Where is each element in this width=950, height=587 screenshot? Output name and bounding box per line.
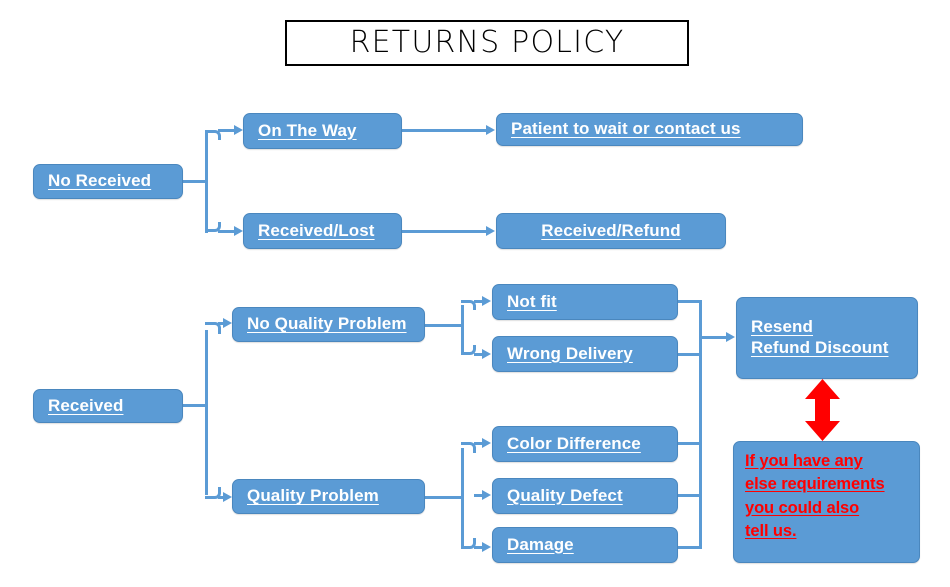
connector-received-bus (205, 330, 208, 495)
arrowhead-to-patient (486, 125, 495, 135)
arrowhead-to-wrong-delivery (482, 349, 491, 359)
node-resend-refund-discount-label: Resend Refund Discount (751, 317, 889, 357)
arrowhead-to-quality-problem (223, 492, 232, 502)
connector-receivedlost-to-refund (402, 230, 488, 233)
node-not-fit[interactable]: Not fit (492, 284, 678, 320)
connector-noquality-elbow-top (461, 300, 476, 310)
arrowhead-to-quality-defect (482, 490, 491, 500)
connector-quality-stem (425, 496, 463, 499)
node-received-label: Received (48, 395, 124, 415)
node-color-difference-label: Color Difference (507, 433, 641, 453)
arrowhead-to-damage (482, 542, 491, 552)
connector-quality-bus (461, 448, 464, 546)
node-received-lost-label: Received/Lost (258, 220, 375, 240)
node-resend-refund-discount[interactable]: Resend Refund Discount (736, 297, 918, 379)
node-patient-to-wait-label: Patient to wait or contact us (511, 119, 741, 139)
connector-quality-elbow-bottom (461, 538, 476, 549)
connector-noreceived-stem (183, 180, 207, 183)
connector-noreceived-bus (205, 133, 208, 233)
connector-to-on-the-way (218, 129, 236, 132)
connector-quality-elbow-top (461, 442, 476, 453)
arrowhead-to-no-quality (223, 318, 232, 328)
connector-to-wrong-delivery (474, 353, 485, 356)
node-wrong-delivery[interactable]: Wrong Delivery (492, 336, 678, 372)
page-title-box: RETURNS POLICY (285, 20, 689, 66)
arrowhead-to-refund (486, 226, 495, 236)
arrowhead-to-resend (726, 332, 735, 342)
node-quality-defect-label: Quality Defect (507, 485, 623, 505)
connector-ontheway-to-patient (402, 129, 488, 132)
arrowhead-to-color-difference (482, 438, 491, 448)
node-patient-to-wait[interactable]: Patient to wait or contact us (496, 113, 803, 146)
connector-received-elbow-bottom (205, 487, 221, 499)
arrowhead-to-on-the-way (234, 125, 243, 135)
connector-qualitydefect-out (678, 494, 702, 497)
connector-damage-out (678, 546, 702, 549)
connector-to-quality-problem (218, 496, 226, 499)
connector-received-elbow-top (205, 322, 221, 334)
connector-to-quality-defect (474, 494, 485, 497)
arrowhead-to-not-fit (482, 296, 491, 306)
node-no-quality-problem-label: No Quality Problem (247, 314, 407, 334)
connector-merge-bus (699, 300, 702, 549)
node-damage[interactable]: Damage (492, 527, 678, 563)
node-received-refund-label: Received/Refund (541, 220, 681, 240)
connector-wrongdelivery-out (678, 353, 702, 356)
node-on-the-way[interactable]: On The Way (243, 113, 402, 149)
connector-notfit-out (678, 300, 702, 303)
node-quality-problem-label: Quality Problem (247, 486, 379, 506)
node-no-received-label: No Received (48, 171, 152, 191)
connector-to-no-quality (218, 322, 226, 325)
node-no-quality-problem[interactable]: No Quality Problem (232, 307, 425, 342)
node-received[interactable]: Received (33, 389, 183, 423)
node-extra-requirements-note[interactable]: If you have any else requirements you co… (733, 441, 920, 563)
connector-noquality-bus (461, 305, 464, 353)
connector-to-color-difference (474, 442, 485, 445)
node-not-fit-label: Not fit (507, 291, 557, 311)
connector-to-not-fit (474, 300, 485, 303)
node-wrong-delivery-label: Wrong Delivery (507, 343, 633, 363)
connector-noreceived-elbow-top (205, 130, 221, 140)
node-no-received[interactable]: No Received (33, 164, 183, 199)
connector-to-received-lost (218, 230, 236, 233)
node-received-lost[interactable]: Received/Lost (243, 213, 402, 249)
red-double-arrow-icon (805, 379, 840, 441)
page-title: RETURNS POLICY (349, 25, 625, 60)
connector-to-damage (474, 546, 485, 549)
node-extra-requirements-note-label: If you have any else requirements you co… (745, 452, 885, 541)
connector-noquality-elbow-bottom (461, 345, 476, 355)
node-damage-label: Damage (507, 534, 574, 554)
connector-received-stem (183, 404, 207, 407)
arrowhead-to-received-lost (234, 226, 243, 236)
connector-merge-to-resend (699, 336, 729, 339)
connector-noreceived-elbow-bottom (205, 222, 221, 232)
node-quality-problem[interactable]: Quality Problem (232, 479, 425, 514)
node-color-difference[interactable]: Color Difference (492, 426, 678, 462)
node-received-refund[interactable]: Received/Refund (496, 213, 726, 249)
connector-colordifference-out (678, 442, 702, 445)
node-quality-defect[interactable]: Quality Defect (492, 478, 678, 514)
connector-noquality-stem (425, 324, 463, 327)
node-on-the-way-label: On The Way (258, 120, 357, 140)
